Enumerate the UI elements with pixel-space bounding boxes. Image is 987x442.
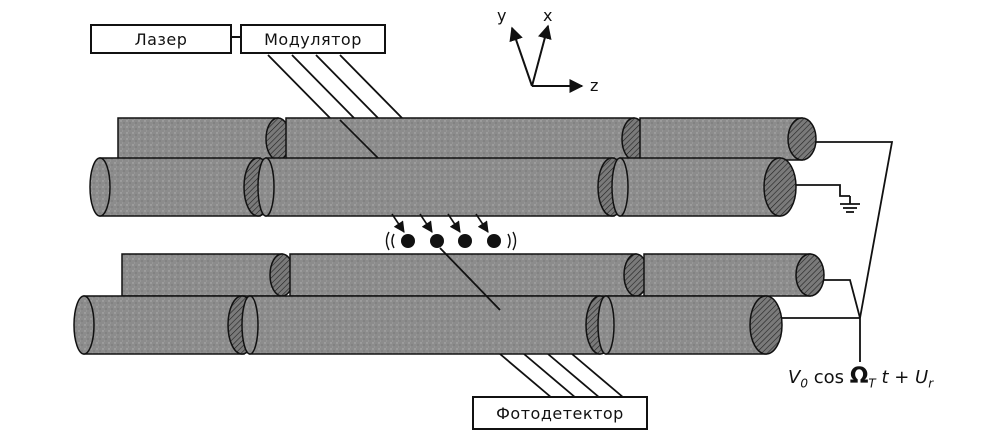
formula-v-sub: 0 bbox=[800, 376, 808, 391]
photodetector-label: Фотодетектор bbox=[472, 396, 648, 430]
voltage-formula: V0 cos ΩT t + Ur bbox=[788, 364, 933, 391]
oscillation-marks bbox=[385, 231, 517, 251]
ion bbox=[401, 234, 415, 248]
upper-back-rods bbox=[117, 117, 817, 161]
ion-chain bbox=[385, 213, 517, 251]
lower-back-rods bbox=[121, 253, 825, 297]
axis-z-label: z bbox=[590, 76, 599, 95]
electrode-wiring bbox=[782, 141, 894, 362]
lower-front-rods bbox=[73, 295, 783, 355]
formula-v: V bbox=[788, 367, 801, 388]
ion bbox=[430, 234, 444, 248]
photodetector-beams bbox=[439, 247, 625, 399]
ion bbox=[487, 234, 501, 248]
axis-x-label: x bbox=[543, 6, 553, 25]
ground-icon bbox=[840, 196, 860, 213]
upper-front-rods bbox=[89, 157, 797, 217]
laser-label: Лазер bbox=[90, 24, 232, 54]
formula-u-sub: r bbox=[928, 376, 934, 391]
formula-omega-sub: T bbox=[868, 376, 876, 391]
axis-y-label: y bbox=[497, 6, 507, 25]
ion bbox=[458, 234, 472, 248]
formula-t-plus: t + U bbox=[875, 367, 929, 388]
modulator-beams bbox=[267, 54, 403, 119]
modulator-beam-through bbox=[339, 119, 379, 159]
modulator-label: Модулятор bbox=[240, 24, 386, 54]
formula-cos: cos bbox=[807, 367, 850, 388]
formula-omega: Ω bbox=[849, 364, 869, 389]
coordinate-axes bbox=[509, 24, 584, 93]
